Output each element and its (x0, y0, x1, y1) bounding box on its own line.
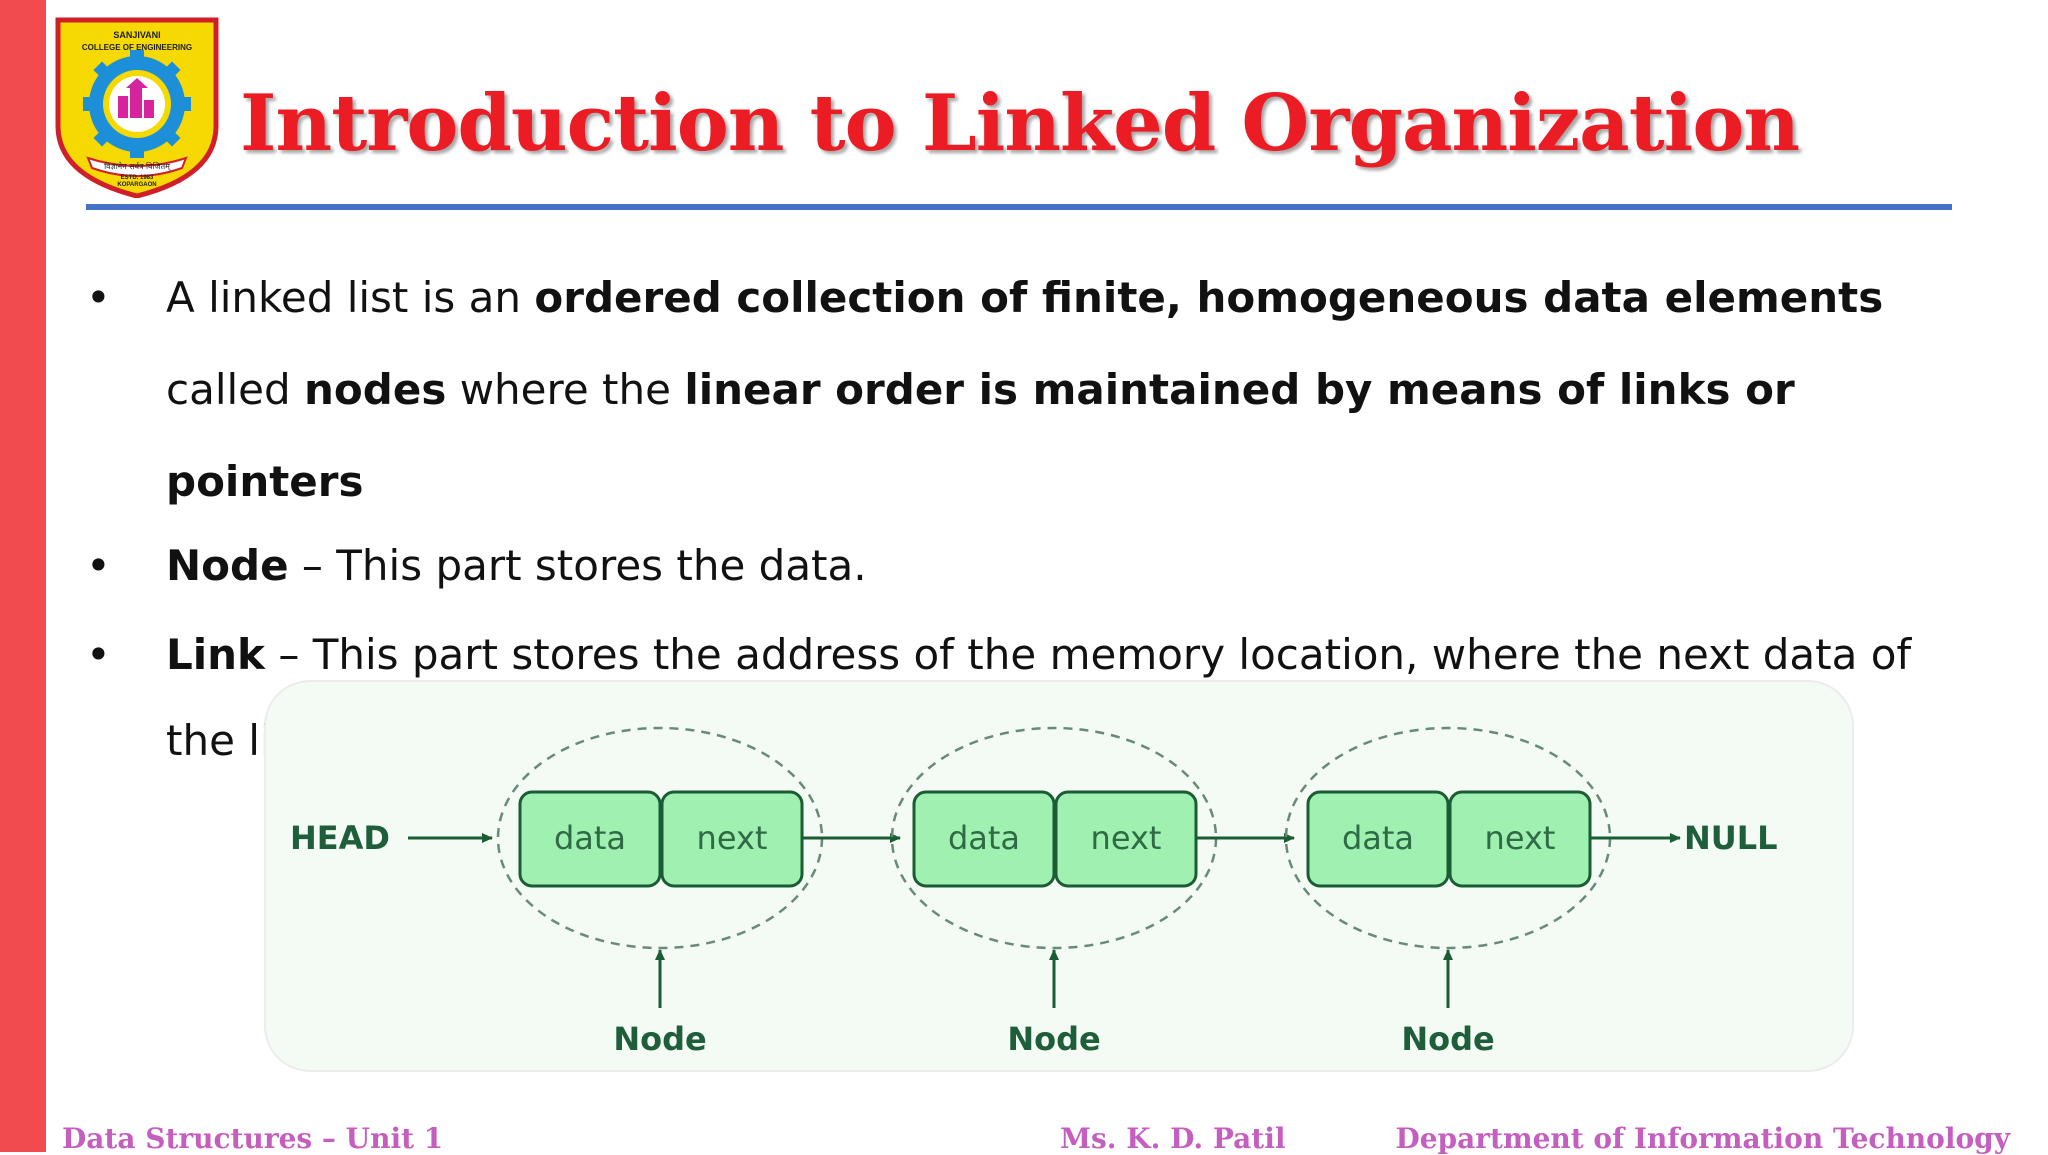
node-data-label: data (1342, 819, 1414, 857)
node-next-label: next (697, 819, 768, 857)
footer-author: Ms. K. D. Patil (1060, 1122, 1286, 1155)
gear-icon (83, 50, 191, 158)
logo-college-name-1: SANJIVANI (113, 30, 160, 40)
logo-location: KOPARGAON (117, 182, 156, 188)
logo-college-name-2: COLLEGE OF ENGINEERING (82, 43, 192, 52)
node-caption: Node (613, 1020, 706, 1058)
null-label: NULL (1684, 819, 1778, 857)
bullet-dot: • (86, 630, 111, 679)
node-data-label: data (554, 819, 626, 857)
bullet-item: • A linked list is an ordered collection… (86, 252, 1966, 528)
bullet-2-text: – This part stores the data. (288, 541, 867, 590)
bullet-item: • Node – This part stores the data. (86, 520, 1966, 612)
node-caption: Node (1007, 1020, 1100, 1058)
bullet-1-bold: nodes (304, 365, 447, 414)
footer-course: Data Structures – Unit 1 (62, 1122, 444, 1155)
head-label: HEAD (290, 819, 390, 857)
node-data-cell (1306, 790, 1450, 888)
bullet-dot: • (86, 273, 111, 322)
title-underline (86, 204, 1952, 210)
bullet-2-term: Node (166, 541, 289, 590)
bullet-1-bold: ordered collection of finite, homogeneou… (534, 273, 1884, 322)
bullet-1-part: called (166, 365, 305, 414)
logo-estd: ESTD. 1983 (121, 175, 154, 181)
bullet-3-term: Link (166, 630, 265, 679)
node-next-label: next (1485, 819, 1556, 857)
bullet-1-part: A linked list is an (166, 273, 535, 322)
node-caption: Node (1401, 1020, 1494, 1058)
college-logo: SANJIVANI COLLEGE OF ENGINEERING विज्ञान… (55, 17, 219, 198)
bullet-1-bold: linear order is maintained by means of l… (166, 365, 1795, 506)
bullet-dot: • (86, 541, 111, 590)
node-data-cell (912, 790, 1056, 888)
node-data-label: data (948, 819, 1020, 857)
bullet-1-part: where the (446, 365, 685, 414)
bullet-1-text: A linked list is an ordered collection o… (166, 273, 1883, 506)
logo-motto: विज्ञानेन सर्वत्र विजितम् (104, 161, 172, 172)
node-next-label: next (1091, 819, 1162, 857)
bullet-list: • A linked list is an ordered collection… (86, 252, 1966, 784)
footer-department: Department of Information Technology (1395, 1122, 2010, 1155)
node-data-cell (518, 790, 662, 888)
slide-title: Introduction to Linked Organization (240, 78, 1800, 169)
left-accent-bar (0, 0, 46, 1152)
